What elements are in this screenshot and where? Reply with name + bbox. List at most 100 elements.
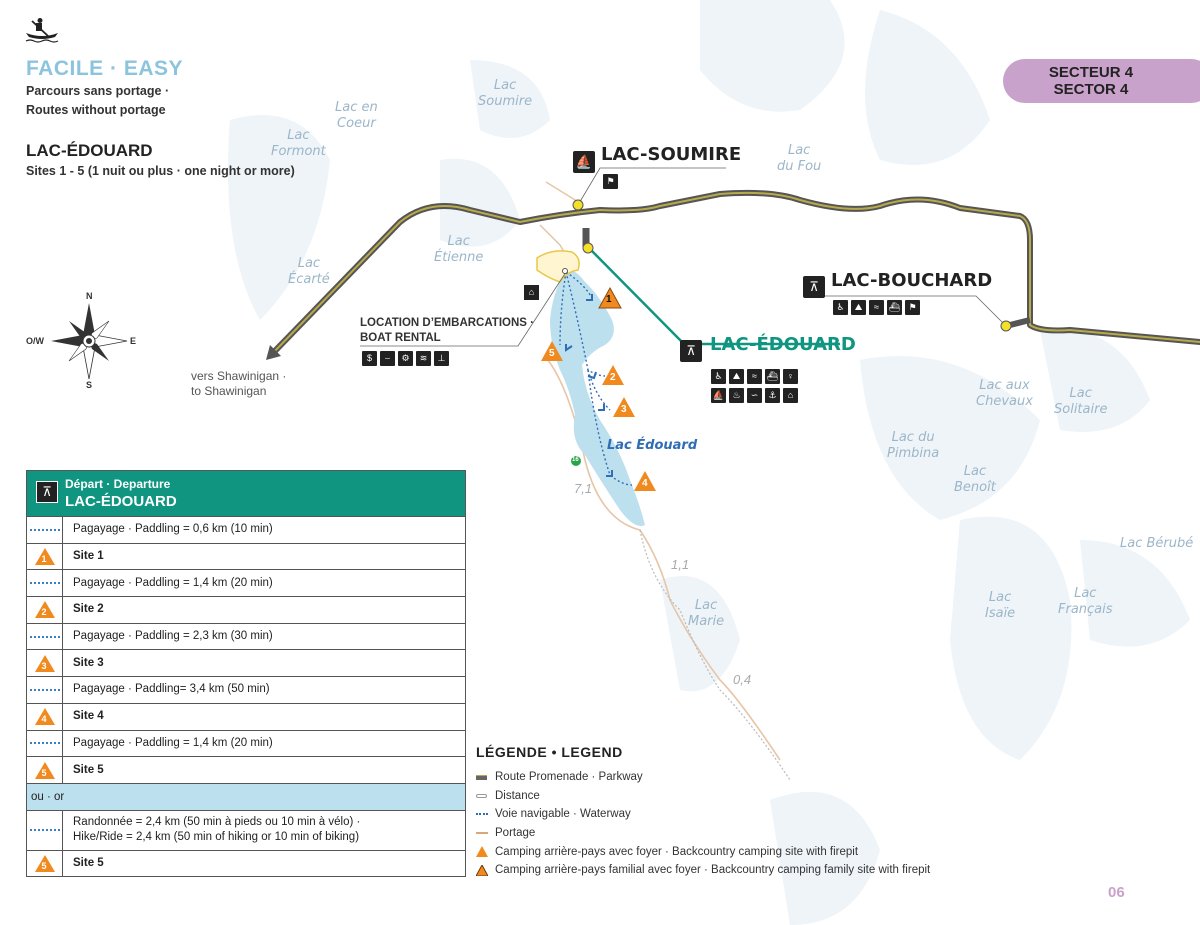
waterway-dots-icon	[27, 570, 63, 597]
site-number: 4	[41, 714, 47, 725]
itinerary-header: ⊼ Départ · Departure LAC-ÉDOUARD	[27, 471, 465, 516]
itinerary-text: Site 2	[73, 603, 104, 616]
sauna-icon: ♨	[729, 388, 744, 403]
edouard-dot[interactable]	[582, 242, 594, 254]
boat-launch-icon: ⛵	[711, 388, 726, 403]
compass-rose	[51, 303, 128, 380]
soumire-dot[interactable]	[572, 199, 584, 211]
lake-label-isaie: Lac Isaïe	[985, 590, 1016, 621]
legend-item-family-camping: Camping arrière-pays familial avec foyer…	[476, 861, 930, 880]
camping-triangle-icon	[541, 341, 563, 361]
swim-area-icon: ⚓	[765, 388, 780, 403]
shelter-icon: ⌂	[783, 388, 798, 403]
edouard-services-row-2: ⛵ ♨ ∽ ⚓ ⌂	[711, 388, 801, 403]
legend-title: LÉGENDE • LEGEND	[476, 744, 623, 760]
parkway-swatch-icon	[476, 771, 494, 783]
rental-leader-line	[360, 271, 567, 347]
camping-triangle-icon	[634, 471, 656, 491]
camping-triangle-icon	[602, 365, 624, 385]
lake-label-formont: Lac Formont	[271, 128, 326, 159]
dotted-line	[29, 829, 60, 832]
waterway-dots-icon	[27, 730, 63, 757]
itinerary-route-row: Pagayage · Paddling= 3,4 km (50 min)	[27, 676, 465, 703]
itinerary-text: Randonnée = 2,4 km (50 min à pieds ou 10…	[63, 815, 360, 845]
itinerary-text: Pagayage · Paddling = 1,4 km (20 min)	[73, 736, 273, 749]
site-marker-1[interactable]: 1	[598, 286, 622, 309]
toward-fr: vers Shawinigan ·	[191, 369, 287, 383]
lake-label-etienne: Lac Étienne	[434, 234, 484, 265]
itinerary-text: Pagayage · Paddling = 0,6 km (10 min)	[73, 523, 273, 536]
sites-line: Sites 1 - 5 (1 nuit ou plus · one night …	[26, 164, 295, 178]
legend-item-portage: Portage	[476, 824, 930, 843]
wifi-icon: ≋	[416, 351, 431, 366]
legend-item-waterway: Voie navigable · Waterway	[476, 805, 930, 824]
trail-marker-number: 16	[572, 457, 579, 463]
fishing-icon: ⚑	[603, 174, 618, 189]
lake-label-solitaire: Lac Solitaire	[1054, 386, 1108, 417]
bouchard-dot[interactable]	[1000, 320, 1012, 332]
village-outline	[536, 250, 580, 283]
compass-north: N	[86, 291, 93, 301]
lake-label-ecarte: Lac Écarté	[288, 256, 330, 287]
itinerary-text: Site 5	[73, 856, 104, 869]
waterway-arrows	[565, 294, 613, 477]
site-marker-5[interactable]: 5	[540, 340, 564, 362]
itinerary-separator: ou · or	[27, 782, 465, 810]
dotted-line	[29, 635, 60, 638]
distance-trail	[639, 529, 791, 781]
camping-triangle-icon: 5	[27, 850, 63, 877]
waterway-dots-icon	[27, 677, 63, 703]
subtitle-en: Routes without portage	[26, 103, 166, 117]
page-number: 06	[1108, 884, 1125, 901]
place-soumire[interactable]: LAC-SOUMIRE	[601, 144, 742, 165]
lake-label-marie: Lac Marie	[688, 598, 725, 629]
rental-services: $ ⌣ ⚙ ≋ ⊥	[362, 351, 452, 366]
camping-triangle-icon	[598, 286, 622, 309]
legend-label: Camping arrière-pays avec foyer · Backco…	[495, 845, 859, 858]
swimming-icon: ≈	[869, 300, 884, 315]
bouchard-services: ♿ ⛰ ≈ ⛴ ⚑	[833, 300, 923, 315]
site-number: 1	[606, 294, 612, 305]
toward-shawinigan: vers Shawinigan · to Shawinigan	[191, 369, 286, 399]
itinerary-route-row: Pagayage · Paddling = 0,6 km (10 min)	[27, 516, 465, 543]
legend-label: Distance	[495, 789, 540, 802]
place-edouard[interactable]: LAC-ÉDOUARD	[710, 334, 856, 355]
family-camping-triangle-icon	[476, 864, 494, 876]
distance-label-1: 7,1	[574, 481, 593, 496]
lake-label-benoit: Lac Benoît	[954, 464, 996, 495]
boat-icon: ⛴	[765, 369, 780, 384]
camping-triangle-icon	[476, 846, 494, 858]
lake-label-edouard: Lac Édouard	[607, 438, 698, 453]
rental-dot[interactable]	[562, 268, 568, 274]
subtitle-fr: Parcours sans portage ·	[26, 84, 170, 98]
waterway-dots-icon	[27, 517, 63, 543]
legend-label: Portage	[495, 827, 536, 840]
site-triangle: 5	[34, 761, 55, 779]
lac-edouard-shape	[550, 269, 645, 526]
site-number: 5	[41, 767, 47, 778]
dotted-line	[29, 528, 60, 531]
site-number: 5	[549, 348, 555, 359]
place-bouchard[interactable]: LAC-BOUCHARD	[831, 270, 993, 291]
legend-label: Voie navigable · Waterway	[495, 808, 631, 821]
site-marker-3[interactable]: 3	[612, 396, 636, 418]
itinerary-route-row: Pagayage · Paddling = 1,4 km (20 min)	[27, 569, 465, 597]
site-number: 2	[610, 372, 616, 383]
site-marker-4[interactable]: 4	[633, 470, 657, 492]
site-marker-2[interactable]: 2	[601, 364, 625, 386]
boat-rental-label: LOCATION D’EMBARCATIONS · BOAT RENTAL	[360, 316, 534, 346]
background-lakes	[228, 0, 1190, 925]
price-icon: $	[362, 351, 377, 366]
itinerary-header-departure: Départ · Departure	[65, 477, 171, 491]
compass-east: E	[130, 336, 137, 346]
site-triangle: 1	[34, 548, 55, 566]
itinerary-header-place: LAC-ÉDOUARD	[65, 493, 177, 510]
site-triangle: 4	[34, 708, 55, 726]
itinerary-route-row: Pagayage · Paddling = 1,4 km (20 min)	[27, 729, 465, 757]
lake-label-soumire: Lac Soumire	[478, 78, 533, 109]
